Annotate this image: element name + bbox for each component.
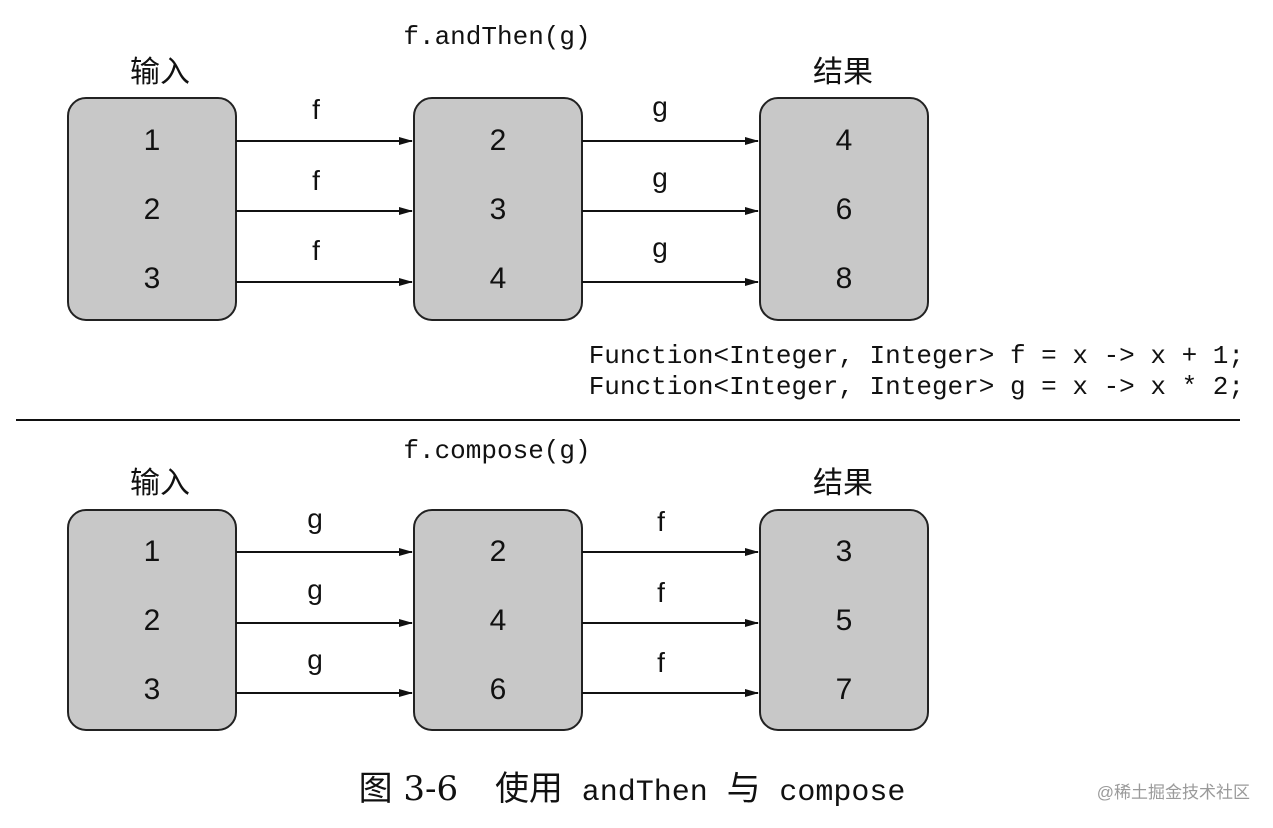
andthen-result-label: 结果 <box>813 56 873 89</box>
andthen-middle-value: 4 <box>490 262 507 295</box>
compose-section: f.compose(g) 输入 结果 1 2 3 2 4 6 3 5 7 g g… <box>67 436 929 731</box>
andthen-input-box <box>67 97 237 321</box>
andthen-first-arrow-label: f <box>312 235 320 266</box>
compose-second-arrow-label: f <box>657 577 665 608</box>
andthen-input-value: 3 <box>144 262 161 295</box>
compose-first-arrow-label: g <box>307 644 323 675</box>
compose-result-value: 3 <box>836 535 853 568</box>
compose-middle-box <box>413 509 583 731</box>
compose-result-value: 5 <box>836 604 853 637</box>
compose-input-label: 输入 <box>130 467 190 500</box>
andthen-input-value: 2 <box>144 193 161 226</box>
caption-figure-number: 图 3-6 <box>359 769 459 809</box>
compose-result-value: 7 <box>836 673 853 706</box>
watermark-text: @稀土掘金技术社区 <box>1097 783 1250 802</box>
compose-method-label: f.compose(g) <box>403 436 590 466</box>
andthen-section: f.andThen(g) 输入 结果 1 2 3 2 3 4 4 6 8 f f… <box>67 22 1244 402</box>
compose-input-value: 3 <box>144 673 161 706</box>
compose-input-box <box>67 509 237 731</box>
compose-second-arrow-label: f <box>657 647 665 678</box>
andthen-second-arrow-label: g <box>652 162 668 193</box>
compose-result-label: 结果 <box>813 467 873 500</box>
andthen-second-arrow-label: g <box>652 232 668 263</box>
compose-middle-value: 6 <box>490 673 507 706</box>
andthen-second-arrow-label: g <box>652 91 668 122</box>
andthen-middle-value: 2 <box>490 124 507 157</box>
andthen-result-value: 4 <box>836 124 853 157</box>
caption-term-compose: compose <box>779 776 905 810</box>
andthen-first-arrow-label: f <box>312 94 320 125</box>
andthen-first-arrow-label: f <box>312 165 320 196</box>
caption-term-andthen: andThen <box>582 776 708 810</box>
andthen-input-value: 1 <box>144 124 161 157</box>
compose-middle-value: 2 <box>490 535 507 568</box>
code-line-f: Function<Integer, Integer> f = x -> x + … <box>589 341 1244 371</box>
compose-second-arrow-label: f <box>657 506 665 537</box>
caption-prefix: 使用 <box>495 769 563 809</box>
compose-input-value: 2 <box>144 604 161 637</box>
compose-first-arrow-label: g <box>307 574 323 605</box>
andthen-method-label: f.andThen(g) <box>403 22 590 52</box>
compose-middle-value: 4 <box>490 604 507 637</box>
figure-caption: 图 3-6 使用 andThen 与 compose <box>359 769 906 810</box>
code-line-g: Function<Integer, Integer> g = x -> x * … <box>589 372 1244 402</box>
andthen-middle-box <box>413 97 583 321</box>
caption-conjunction: 与 <box>727 769 761 809</box>
compose-first-arrow-label: g <box>307 503 323 534</box>
andthen-result-box <box>759 97 929 321</box>
andthen-result-value: 8 <box>836 262 853 295</box>
andthen-middle-value: 3 <box>490 193 507 226</box>
andthen-input-label: 输入 <box>130 56 190 89</box>
andthen-result-value: 6 <box>836 193 853 226</box>
compose-input-value: 1 <box>144 535 161 568</box>
compose-result-box <box>759 509 929 731</box>
